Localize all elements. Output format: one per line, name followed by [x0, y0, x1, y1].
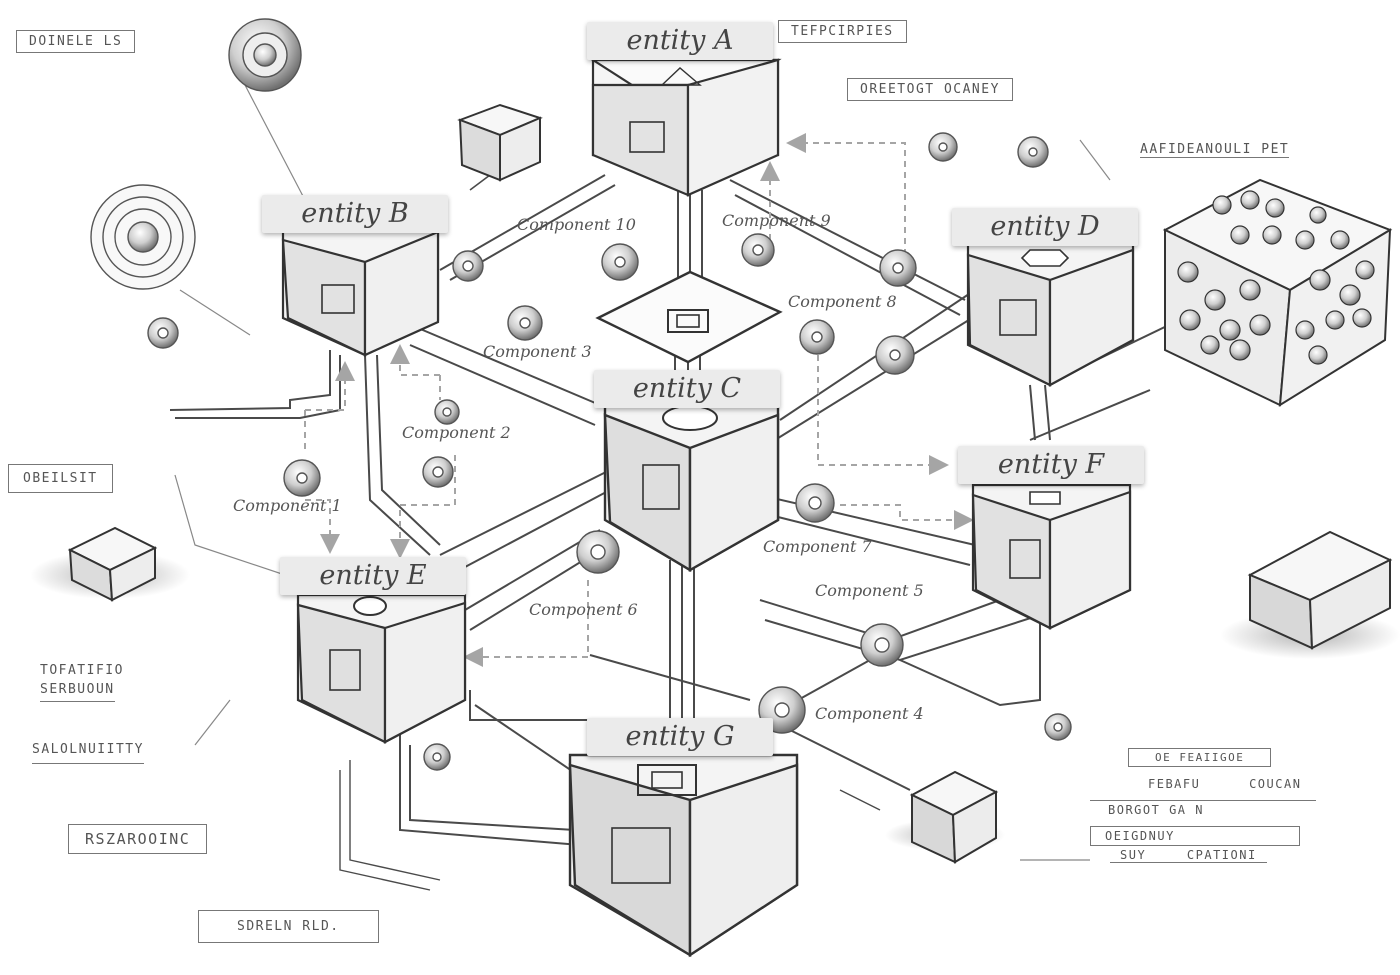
- annotation-bottom-right-4: OEIGDNUY: [1090, 826, 1300, 846]
- annotation-bottom-right-5: SUY CPATIONI: [1110, 848, 1267, 863]
- annotation-top-left: DOINELE LS: [16, 30, 136, 53]
- node-c8b: [875, 335, 915, 375]
- cube-entity-a: [589, 58, 782, 197]
- node-top-1: [928, 132, 958, 162]
- annotation-top-right: TEFPCIRPIES: [778, 20, 907, 43]
- decorative-disc-top: [228, 18, 302, 92]
- annotation-bottom-right-1: OE FEAIIGOE: [1128, 748, 1272, 767]
- node-c9: [741, 233, 775, 267]
- annotation-left-low-1: TOFATIFIO: [40, 663, 124, 678]
- cube-entity-e: [296, 593, 467, 744]
- component-label-3: Component 3: [483, 342, 592, 361]
- entity-label-f: entity F: [958, 446, 1144, 484]
- node-d-link: [879, 249, 917, 287]
- node-c7: [795, 483, 835, 523]
- node-lower-left: [423, 743, 451, 771]
- annotation-bottom-right-3: BORGOT GA N: [1090, 800, 1316, 819]
- dashed-arrows: [304, 133, 974, 667]
- decorative-cube-right: [1220, 530, 1400, 659]
- annotation-bottom-left-1: RSZAROOINC: [68, 824, 208, 854]
- component-label-6: Component 6: [529, 600, 638, 619]
- node-c2b: [422, 456, 454, 488]
- node-c2a: [434, 399, 460, 425]
- node-c5: [860, 623, 904, 667]
- node-right-lone: [1044, 713, 1072, 741]
- cube-entity-g: [568, 753, 799, 958]
- node-top-2: [1017, 136, 1049, 168]
- decorative-sphere-cube: [1162, 178, 1393, 407]
- entity-label-e: entity E: [280, 557, 466, 595]
- decorative-cube-bottom: [885, 770, 1005, 864]
- node-c6: [576, 530, 620, 574]
- decorative-disc-left: [90, 184, 196, 290]
- decorative-cube-left: [30, 526, 190, 602]
- entity-label-d: entity D: [952, 208, 1138, 246]
- annotation-bottom-left-2: SDRELN RLD.: [198, 910, 379, 943]
- entity-label-g: entity G: [587, 718, 773, 756]
- node-left-small: [147, 317, 179, 349]
- component-label-8: Component 8: [788, 292, 897, 311]
- component-label-2: Component 2: [402, 423, 511, 442]
- component-label-1: Component 1: [233, 496, 342, 515]
- entity-label-a: entity A: [587, 22, 773, 60]
- decorative-cube-top: [457, 103, 543, 182]
- annotation-top-right-2: OREETOGT OCANEY: [847, 78, 1013, 101]
- node-b-link: [452, 250, 484, 282]
- component-label-4: Component 4: [815, 704, 924, 723]
- component-label-5: Component 5: [815, 581, 924, 600]
- component-nodes: [147, 132, 1072, 771]
- center-platform: [595, 270, 783, 364]
- node-c3: [507, 305, 543, 341]
- component-label-7: Component 7: [763, 537, 872, 556]
- annotation-left-mid: OBEILSIT: [8, 464, 113, 493]
- annotation-right-upper: AAFIDEANOULI PET: [1140, 142, 1290, 158]
- annotation-bottom-right-2: FEBAFU COUCAN: [1148, 777, 1302, 791]
- entity-label-c: entity C: [594, 370, 780, 408]
- cube-entity-f: [971, 483, 1132, 630]
- entity-label-b: entity B: [262, 195, 448, 233]
- cube-entity-d: [966, 238, 1135, 387]
- annotation-left-low-3: SALOLNUIITTY: [32, 742, 144, 764]
- component-label-9: Component 9: [722, 211, 831, 230]
- cube-entity-b: [281, 223, 440, 357]
- node-c1: [283, 459, 321, 497]
- cube-entity-c: [603, 403, 780, 573]
- component-label-10: Component 10: [517, 215, 636, 234]
- node-c8: [799, 319, 835, 355]
- node-c10: [601, 243, 639, 281]
- annotation-left-low-2: SERBUOUN: [40, 682, 115, 702]
